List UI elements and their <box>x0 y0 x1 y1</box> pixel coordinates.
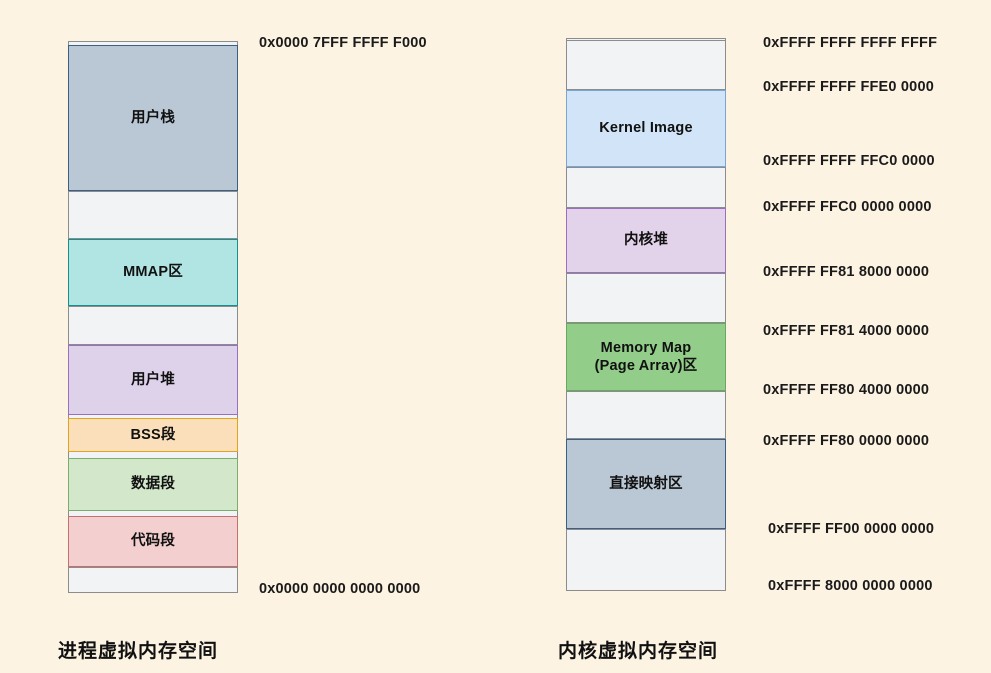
kernel-address-label: 0xFFFF FF81 8000 0000 <box>763 264 930 280</box>
memory-gap-block <box>566 40 726 90</box>
memory-gap-block <box>566 391 726 439</box>
memory-gap-block <box>566 529 726 591</box>
memory-block-label: 直接映射区 <box>609 475 683 492</box>
kernel-address-label: 0xFFFF FF80 0000 0000 <box>763 433 930 449</box>
memory-gap-block <box>68 567 238 593</box>
kernel-address-label: 0xFFFF FFFF FFC0 0000 <box>763 153 935 169</box>
memory-block-用户堆: 用户堆 <box>68 345 238 415</box>
memory-block-memory-map--page-array-区: Memory Map(Page Array)区 <box>566 323 726 391</box>
process-address-label: 0x0000 0000 0000 0000 <box>259 581 421 597</box>
memory-gap-block <box>566 167 726 208</box>
memory-block-数据段: 数据段 <box>68 458 238 511</box>
memory-block-bss段: BSS段 <box>68 418 238 452</box>
process-space-caption: 进程虚拟内存空间 <box>58 641 219 662</box>
memory-gap-block <box>68 306 238 345</box>
memory-block-label: 用户堆 <box>130 371 176 388</box>
memory-block-用户栈: 用户栈 <box>68 45 238 191</box>
memory-gap-block <box>68 191 238 239</box>
kernel-address-label: 0xFFFF FFFF FFE0 0000 <box>763 79 934 95</box>
kernel-address-label: 0xFFFF FFFF FFFF FFFF <box>763 35 938 51</box>
memory-block-label: 用户栈 <box>130 109 176 126</box>
kernel-address-label: 0xFFFF 8000 0000 0000 <box>768 578 933 594</box>
memory-block-label: 数据段 <box>130 476 176 493</box>
process-memory-column: 用户栈 MMAP区用户堆 BSS段数据段代码段 <box>68 41 238 593</box>
memory-block-直接映射区: 直接映射区 <box>566 439 726 529</box>
memory-gap-block <box>566 273 726 323</box>
memory-block-内核堆: 内核堆 <box>566 208 726 273</box>
memory-block-kernel-image: Kernel Image <box>566 90 726 167</box>
memory-block-label: BSS段 <box>130 426 176 443</box>
kernel-address-label: 0xFFFF FF80 4000 0000 <box>763 382 930 398</box>
kernel-memory-column: Kernel Image 内核堆 Memory Map(Page Array)区直接… <box>566 38 726 591</box>
memory-block-label: Memory Map(Page Array)区 <box>594 339 698 374</box>
memory-block-label: Kernel Image <box>599 120 693 137</box>
memory-block-mmap区: MMAP区 <box>68 239 238 306</box>
kernel-space-caption: 内核虚拟内存空间 <box>558 641 719 662</box>
kernel-address-label: 0xFFFF FF81 4000 0000 <box>763 323 930 339</box>
memory-block-label: 内核堆 <box>623 232 669 249</box>
process-address-label: 0x0000 7FFF FFFF F000 <box>259 35 427 51</box>
kernel-address-label: 0xFFFF FF00 0000 0000 <box>768 521 935 537</box>
memory-block-代码段: 代码段 <box>68 516 238 567</box>
memory-block-label: 代码段 <box>130 533 176 550</box>
kernel-address-label: 0xFFFF FFC0 0000 0000 <box>763 199 932 215</box>
memory-block-label: MMAP区 <box>123 264 183 281</box>
